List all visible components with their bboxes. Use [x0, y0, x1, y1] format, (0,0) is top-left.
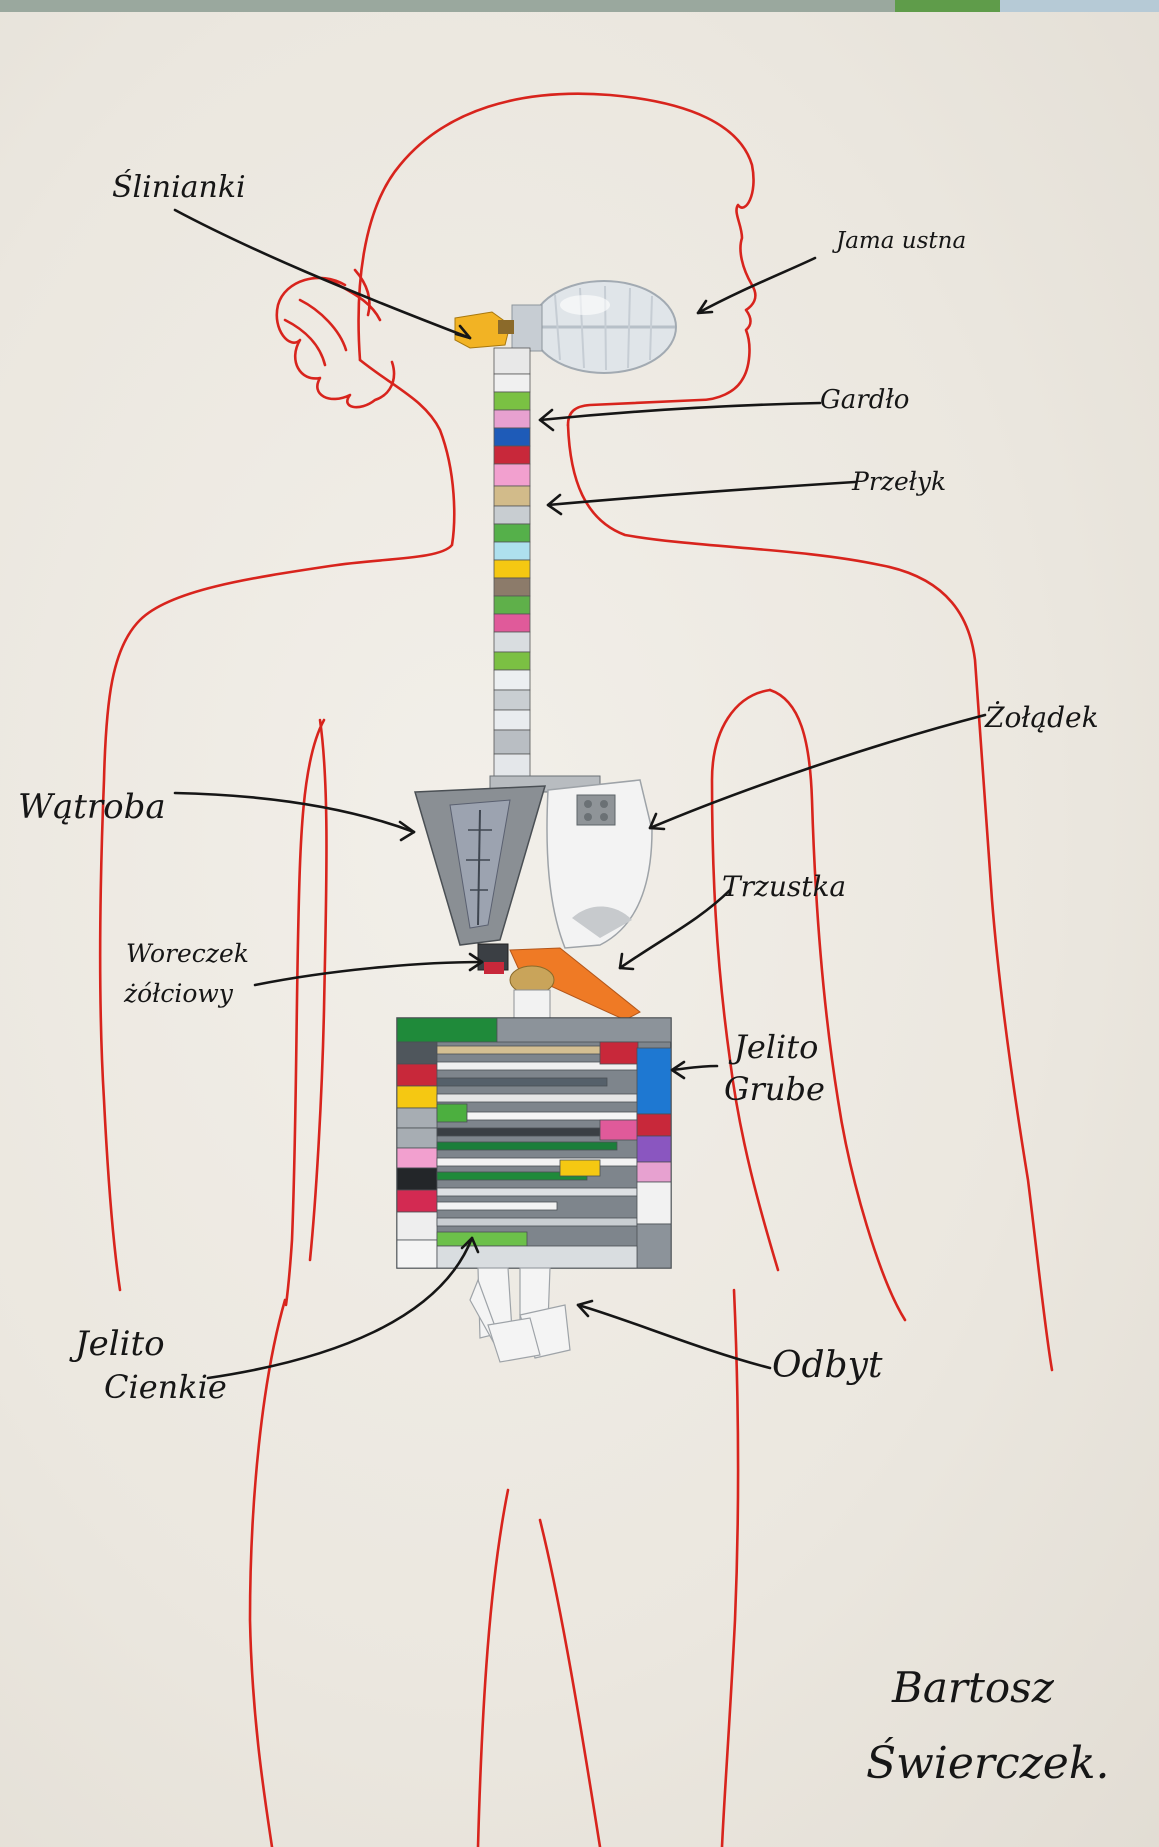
liver-model: [415, 786, 545, 945]
intestines-model: [397, 1018, 671, 1268]
arrow-slinianki: [175, 210, 470, 338]
gallbladder-model: [478, 944, 508, 974]
label-odbyt: Odbyt: [772, 1345, 883, 1386]
arrow-przelyk: [548, 482, 855, 505]
esophagus-model: [494, 348, 530, 778]
signature-line1: Bartosz: [891, 1663, 1055, 1712]
label-jelito-grube-line2: Grube: [724, 1070, 825, 1108]
arrow-woreczek: [255, 962, 482, 985]
stomach-model: [547, 780, 652, 948]
label-watroba: Wątroba: [18, 787, 166, 827]
arrow-jama-ustna: [698, 258, 815, 313]
signature-line2: Świerczek.: [866, 1736, 1109, 1789]
top-edge-window: [1000, 0, 1159, 12]
label-slinianki: Ślinianki: [112, 169, 246, 205]
digestive-model: [397, 281, 676, 1362]
arrow-zoladek: [650, 715, 985, 828]
top-edge-plant: [895, 0, 1000, 12]
label-woreczek-line2: żółciowy: [123, 979, 234, 1008]
arrow-watroba: [175, 793, 414, 832]
label-gardlo: Gardło: [820, 385, 909, 415]
label-jelito-cienkie-line2: Cienkie: [104, 1368, 227, 1406]
label-jelito-grube-line1: Jelito: [728, 1028, 818, 1066]
anus-model: [470, 1268, 570, 1362]
mouth-model: [512, 281, 676, 373]
arrow-odbyt: [578, 1305, 770, 1368]
label-jama-ustna: Jama ustna: [832, 228, 966, 254]
label-trzustka: Trzustka: [722, 870, 846, 903]
label-woreczek-line1: Woreczek: [126, 939, 249, 968]
duodenum-model: [510, 966, 554, 1022]
label-przelyk: Przełyk: [851, 467, 946, 496]
label-zoladek: Żołądek: [984, 701, 1099, 734]
label-jelito-cienkie-line1: Jelito: [69, 1324, 165, 1364]
